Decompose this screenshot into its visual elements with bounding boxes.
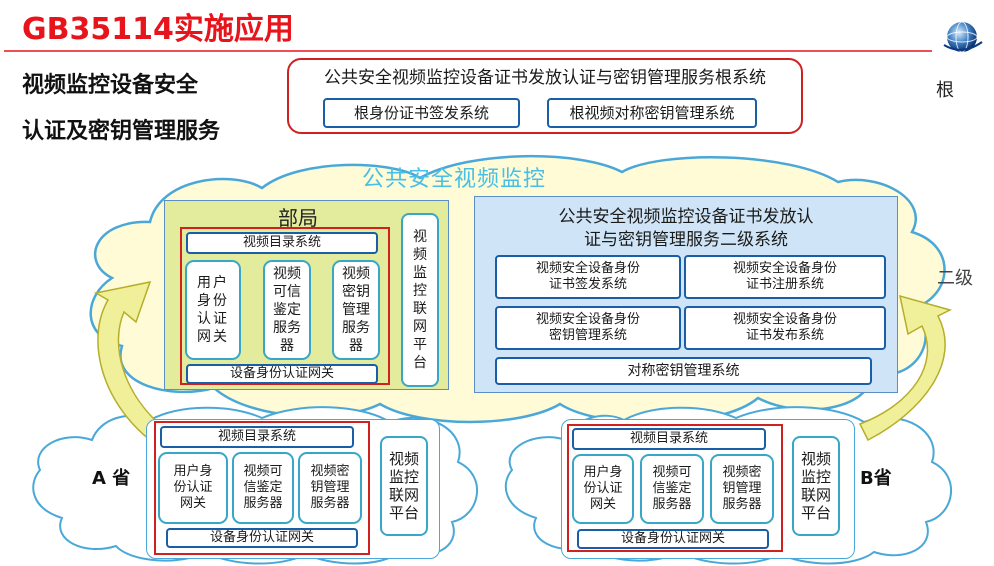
subtitle-line-1: 视频监控设备安全 [22,73,199,98]
province-b-directory-system[interactable]: 视频目录系统 [572,428,766,450]
province-a-platform-line-3: 联网 [388,486,419,504]
second-cert-register-system[interactable]: 视频安全设备身份 证书注册系统 [684,255,886,299]
province-a-device-auth-gateway[interactable]: 设备身份认证网关 [166,528,358,548]
province-a-user-auth-line-2: 份认证 [173,480,213,495]
province-b-trust-verify-line-1: 视频可 [652,465,692,480]
province-b-video-network-platform[interactable]: 视频 监控 联网 平台 [792,436,840,536]
ministry-trust-verify-server[interactable]: 视频可信鉴定服务器 [263,260,311,360]
province-b-platform-line-1: 视频 [800,450,831,468]
root-symmetric-key-node[interactable]: 根视频对称密钥管理系统 [547,98,757,128]
province-b-user-auth-line-1: 用户身 [583,465,623,480]
province-a-user-auth-gateway[interactable]: 用户身 份认证 网关 [158,452,228,524]
province-b-trust-verify-server[interactable]: 视频可 信鉴定 服务器 [640,454,704,524]
province-a-trust-verify-line-2: 信鉴定 [243,480,283,495]
second-key-management-system[interactable]: 视频安全设备身份 密钥管理系统 [495,306,681,350]
province-a-trust-verify-server[interactable]: 视频可 信鉴定 服务器 [232,452,294,524]
province-a-user-auth-line-3: 网关 [179,496,206,511]
level-label-root: 根 [936,80,954,101]
second-cert-register-line-1: 视频安全设备身份 [732,261,837,276]
ministry-key-management-server[interactable]: 视频密钥管理服务器 [332,260,380,360]
province-a-video-network-platform[interactable]: 视频 监控 联网 平台 [380,436,428,536]
province-b-platform-line-2: 监控 [800,468,831,486]
second-cert-publish-line-1: 视频安全设备身份 [732,312,837,327]
province-b-user-auth-line-3: 网关 [589,497,616,512]
arrow-province-b-to-second-level [858,294,953,442]
second-symmetric-key-system[interactable]: 对称密钥管理系统 [495,357,872,385]
ministry-user-auth-gateway[interactable]: 用户身份认证网关 [185,260,241,360]
province-b-red-frame [567,424,783,552]
second-cert-register-line-2: 证书注册系统 [745,277,824,292]
province-b-key-management-line-2: 钥管理 [722,481,762,496]
second-level-title-line-1: 公共安全视频监控设备证书发放认 [558,206,814,227]
province-b-device-auth-gateway[interactable]: 设备身份认证网关 [577,529,769,549]
slide-title: GB35114实施应用 [22,12,294,47]
province-a-key-management-line-1: 视频密 [310,464,350,479]
province-a-red-frame [154,421,370,555]
ministry-device-auth-gateway[interactable]: 设备身份认证网关 [186,364,378,384]
ministry-directory-system[interactable]: 视频目录系统 [186,232,378,254]
ministry-label: 部局 [278,205,318,230]
province-a-label: A 省 [92,468,131,489]
province-b-key-management-server[interactable]: 视频密 钥管理 服务器 [710,454,774,524]
province-b-platform-line-3: 联网 [800,486,831,504]
province-a-platform-line-1: 视频 [388,450,419,468]
second-cert-issue-line-1: 视频安全设备身份 [535,261,640,276]
ministry-key-management-server-label: 视频密钥管理服务器 [342,266,370,354]
province-b-key-management-line-3: 服务器 [722,497,762,512]
root-system-title: 公共安全视频监控设备证书发放认证与密钥管理服务根系统 [324,67,766,88]
second-cert-issue-line-2: 证书签发系统 [548,277,627,292]
province-b-trust-verify-line-3: 服务器 [652,497,692,512]
ministry-red-frame [180,227,390,385]
province-b-user-auth-gateway[interactable]: 用户身 份认证 网关 [572,454,634,524]
second-cert-publish-system[interactable]: 视频安全设备身份 证书发布系统 [684,306,886,350]
province-a-user-auth-line-1: 用户身 [173,464,213,479]
province-a-platform-line-2: 监控 [388,468,419,486]
second-cert-publish-line-2: 证书发布系统 [745,328,824,343]
ministry-video-network-platform[interactable]: 视频监控联网平台 [401,213,439,387]
province-b-platform-line-4: 平台 [800,504,831,522]
arrow-province-a-to-ministry [93,281,168,441]
second-key-management-line-1: 视频安全设备身份 [535,312,640,327]
ministry-video-network-platform-label: 视频监控联网平台 [413,229,427,371]
cloud-label: 公共安全视频监控 [362,167,547,192]
subtitle-line-2: 认证及密钥管理服务 [22,119,221,144]
province-b-key-management-line-1: 视频密 [722,465,762,480]
second-key-management-line-2: 密钥管理系统 [548,328,627,343]
province-a-key-management-line-2: 钥管理 [310,480,350,495]
province-a-trust-verify-line-1: 视频可 [243,464,283,479]
second-level-title-line-2: 证与密钥管理服务二级系统 [584,229,788,250]
second-cert-issue-system[interactable]: 视频安全设备身份 证书签发系统 [495,255,681,299]
globe-icon [943,21,983,53]
province-a-trust-verify-line-3: 服务器 [243,496,283,511]
level-label-second: 二级 [937,268,973,289]
province-b-label: B省 [860,468,892,489]
province-a-key-management-server[interactable]: 视频密 钥管理 服务器 [298,452,362,524]
province-a-directory-system[interactable]: 视频目录系统 [160,426,354,448]
province-b-trust-verify-line-2: 信鉴定 [652,481,692,496]
root-identity-cert-node[interactable]: 根身份证书签发系统 [323,98,520,128]
province-a-platform-line-4: 平台 [388,504,419,522]
province-b-user-auth-line-2: 份认证 [583,481,623,496]
ministry-trust-verify-server-label: 视频可信鉴定服务器 [273,266,301,354]
province-a-key-management-line-3: 服务器 [310,496,350,511]
